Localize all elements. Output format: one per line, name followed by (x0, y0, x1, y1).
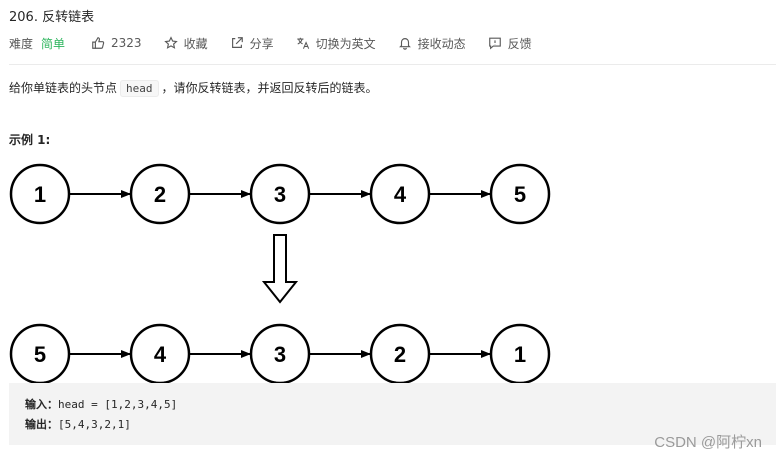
watermark: CSDN @阿柠xn (654, 434, 762, 451)
difficulty-badge: 简单 (41, 36, 66, 51)
input-node (9, 163, 71, 225)
feedback-button[interactable]: 反馈 (488, 35, 532, 52)
example-output: 输出：[5,4,3,2,1] (25, 416, 131, 432)
feedback-label: 反馈 (507, 36, 532, 51)
problem-title: 206. 反转链表 (9, 10, 95, 25)
star-icon (163, 36, 178, 49)
description-suffix: ，请你反转链表，并返回反转后的链表。 (161, 81, 378, 95)
problem-meta-bar: 难度 简单 2323 收藏 分享 切换为英文 接收动态 (9, 34, 554, 52)
translate-label: 切换为英文 (315, 36, 376, 51)
head-code: head (120, 80, 159, 97)
thumbs-up-icon (92, 37, 105, 49)
translate-button[interactable]: 切换为英文 (296, 35, 376, 52)
header-divider (9, 64, 776, 65)
description-prefix: 给你单链表的头节点 (9, 81, 118, 95)
linked-list-diagram: 1 2 3 4 5 5 4 3 2 1 (9, 163, 551, 385)
input-node-value: 5 (514, 182, 526, 207)
share-label: 分享 (249, 36, 274, 51)
bell-icon (398, 38, 411, 50)
difficulty-label: 难度 (9, 36, 34, 51)
output-node-value: 5 (34, 342, 46, 367)
input-value: head = [1,2,3,4,5] (58, 398, 178, 411)
input-node-value: 1 (34, 182, 46, 207)
input-node-value: 3 (274, 182, 286, 207)
favorite-label: 收藏 (183, 36, 208, 51)
share-button[interactable]: 分享 (230, 35, 274, 52)
notify-button[interactable]: 接收动态 (398, 35, 466, 52)
favorite-button[interactable]: 收藏 (163, 35, 208, 52)
share-icon (231, 37, 243, 48)
output-value: [5,4,3,2,1] (58, 418, 131, 431)
output-node-value: 4 (154, 342, 167, 367)
example-io-box: 输入：head = [1,2,3,4,5] 输出：[5,4,3,2,1] (9, 383, 776, 445)
like-button[interactable]: 2323 (91, 36, 142, 50)
input-node (249, 163, 311, 225)
input-node-value: 2 (154, 182, 166, 207)
input-list: 1 2 3 4 5 (9, 163, 551, 225)
input-node (129, 163, 191, 225)
example-title: 示例 1: (9, 133, 51, 147)
translate-icon (296, 37, 309, 49)
reverse-down-arrow (261, 234, 299, 304)
feedback-icon (488, 37, 501, 50)
like-count: 2323 (111, 36, 142, 50)
output-node-value: 3 (274, 342, 286, 367)
output-node-value: 2 (394, 342, 406, 367)
output-node-value: 1 (514, 342, 526, 367)
input-node (369, 163, 431, 225)
input-node-value: 4 (394, 182, 407, 207)
example-input: 输入：head = [1,2,3,4,5] (25, 396, 177, 412)
output-list: 5 4 3 2 1 (9, 323, 551, 385)
input-node (489, 163, 551, 225)
output-label: 输出： (25, 418, 58, 431)
input-label: 输入： (25, 398, 58, 411)
notify-label: 接收动态 (417, 36, 466, 51)
